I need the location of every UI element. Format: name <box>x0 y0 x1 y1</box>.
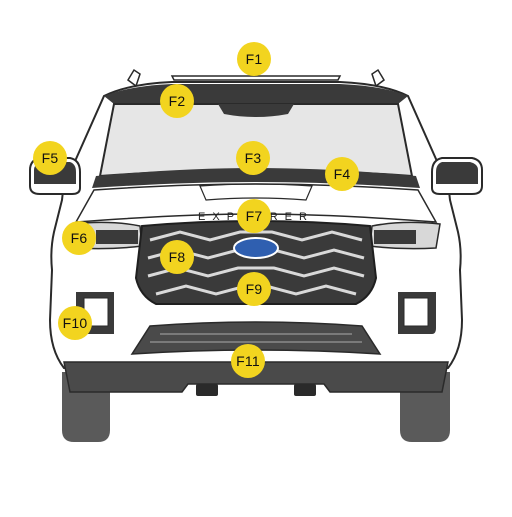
marker-f5-label: F5 <box>41 150 59 166</box>
right-fog-light <box>403 297 429 327</box>
lower-intake-slats <box>150 333 362 343</box>
marker-f7-label: F7 <box>245 208 263 224</box>
hood-center-line <box>199 183 313 201</box>
marker-f1-label: F1 <box>245 51 263 67</box>
marker-f8-label: F8 <box>168 249 186 265</box>
right-mirror-glass <box>436 162 478 184</box>
left-headlight-inner <box>96 230 138 244</box>
marker-f8[interactable]: F8 <box>160 240 194 274</box>
marker-f6[interactable]: F6 <box>62 221 96 255</box>
grille <box>134 220 378 305</box>
marker-f4[interactable]: F4 <box>325 157 359 191</box>
marker-f3[interactable]: F3 <box>236 141 270 175</box>
marker-f10-label: F10 <box>62 315 88 331</box>
marker-f2[interactable]: F2 <box>160 84 194 118</box>
roof-frame <box>104 84 408 104</box>
marker-f4-label: F4 <box>333 166 351 182</box>
marker-f2-label: F2 <box>168 93 186 109</box>
marker-f9-label: F9 <box>245 281 263 297</box>
marker-f7[interactable]: F7 <box>237 199 271 233</box>
skid-plate <box>63 361 449 393</box>
marker-f5[interactable]: F5 <box>33 141 67 175</box>
marker-f11[interactable]: F11 <box>231 344 265 378</box>
brand-logo <box>233 237 279 259</box>
marker-f1[interactable]: F1 <box>237 42 271 76</box>
marker-f6-label: F6 <box>70 230 88 246</box>
marker-f11-label: F11 <box>236 353 260 369</box>
marker-f3-label: F3 <box>244 150 262 166</box>
left-roof-rail <box>127 68 141 88</box>
rearview-mirror-mount <box>218 104 294 117</box>
marker-f10[interactable]: F10 <box>58 306 92 340</box>
right-roof-rail <box>371 68 385 88</box>
lower-bumper-intake <box>130 321 382 355</box>
marker-f9[interactable]: F9 <box>237 272 271 306</box>
right-headlight-inner <box>374 230 416 244</box>
roof-antenna-bar <box>170 75 342 81</box>
tow-points <box>196 384 316 396</box>
